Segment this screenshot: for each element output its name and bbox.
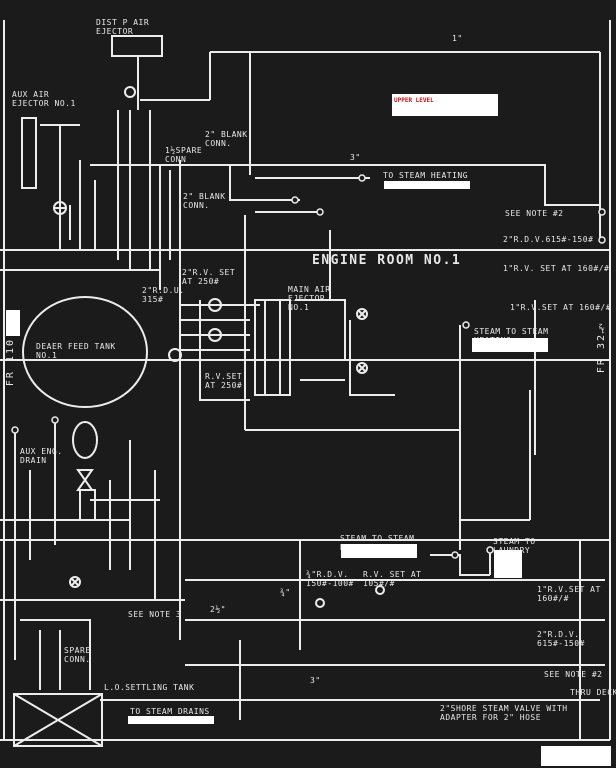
rdu-label: 2"R.D.U. 315# <box>142 286 185 304</box>
terminal-points <box>11 174 606 559</box>
rv-set-105-label: R.V. SET AT 105#/# <box>363 570 422 588</box>
pipe-size-3-bottom: 3" <box>310 676 321 685</box>
rv-set-160-label-b: 1"R.V.SET AT 160#/# <box>510 303 612 312</box>
to-steam-heating-label: TO STEAM HEATING <box>383 171 469 180</box>
frame-label-right: FR 32½ <box>596 320 607 374</box>
spare-conn-label-bottom: SPARE CONN. <box>64 646 91 664</box>
dist-air-ejector-label: DIST P AIR EJECTOR <box>96 18 150 36</box>
redaction-patch <box>541 746 611 766</box>
redaction-patch <box>341 544 417 558</box>
see-note-2-bottom: SEE NOTE #2 <box>544 670 603 679</box>
redaction-patch <box>384 181 470 189</box>
lo-settling-tank-shape <box>13 693 103 747</box>
see-note-2-top: SEE NOTE #2 <box>505 209 564 218</box>
engine-room-title: ENGINE ROOM NO.1 <box>312 253 462 268</box>
aux-air-ejector-label: AUX AIR EJECTOR NO.1 <box>12 90 76 108</box>
rdv-100-label: ¾"R.D.V. 150#-100# <box>306 570 354 588</box>
main-air-ejector-label: MAIN AIR EJECTOR NO.1 <box>288 285 331 312</box>
blank-conn-label-2: 2" BLANK CONN. <box>183 192 226 210</box>
rdv-615-label-top: 2"R.D.V.615#-150# <box>503 235 594 244</box>
pipe-size-2-half: 2½" <box>210 605 226 614</box>
redaction-patch <box>494 550 522 578</box>
redaction-patch <box>392 94 498 116</box>
rv-set-160-label-a: 1"R.V. SET AT 160#/# <box>503 264 610 273</box>
pipe-lines <box>0 20 611 741</box>
equipment-symbols <box>13 35 385 747</box>
redaction-patch <box>6 310 20 336</box>
spare-conn-label-top: 1½SPARE CONN <box>165 146 203 164</box>
dist-air-ejector-shape <box>111 35 163 57</box>
rv-set-160-label-c: 1"R.V.SET AT 160#/# <box>537 585 601 603</box>
to-steam-drains-label: TO STEAM DRAINS <box>130 707 210 716</box>
deaer-feed-tank-shape <box>22 296 148 408</box>
aux-eng-drain-label: AUX ENG. DRAIN <box>20 447 63 465</box>
redaction-patch <box>472 338 548 352</box>
aux-air-ejector-shape <box>21 117 37 189</box>
pipe-size-3: 3" <box>350 153 361 162</box>
deaer-feed-tank-label: DEAER FEED TANK NO.1 <box>36 342 116 360</box>
rv-set-label-b: R.V.SET AT 250# <box>205 372 243 390</box>
see-note-3-label: SEE NOTE 3 <box>128 610 182 619</box>
main-air-ejector-shape <box>254 299 291 396</box>
redaction-patch <box>128 716 214 724</box>
lo-settling-tank-label: L.O.SETTLING TANK <box>104 683 195 692</box>
rv-set-label-a: 2"R.V. SET AT 250# <box>182 268 236 286</box>
thru-deck-label: THRU DECK <box>570 688 616 697</box>
rdv-615-label-bottom: 2"R.D.V. 615#-150# <box>537 630 585 648</box>
frame-label-left: FR 110 <box>5 338 16 387</box>
upper-level-label: UPPER LEVEL <box>394 97 434 104</box>
blank-conn-label-1: 2" BLANK CONN. <box>205 130 248 148</box>
pipe-size-3-4: ¾" <box>280 588 291 597</box>
shore-steam-label: 2"SHORE STEAM VALVE WITH ADAPTER FOR 2" … <box>440 704 568 722</box>
pipe-size-top: 1" <box>452 34 463 43</box>
